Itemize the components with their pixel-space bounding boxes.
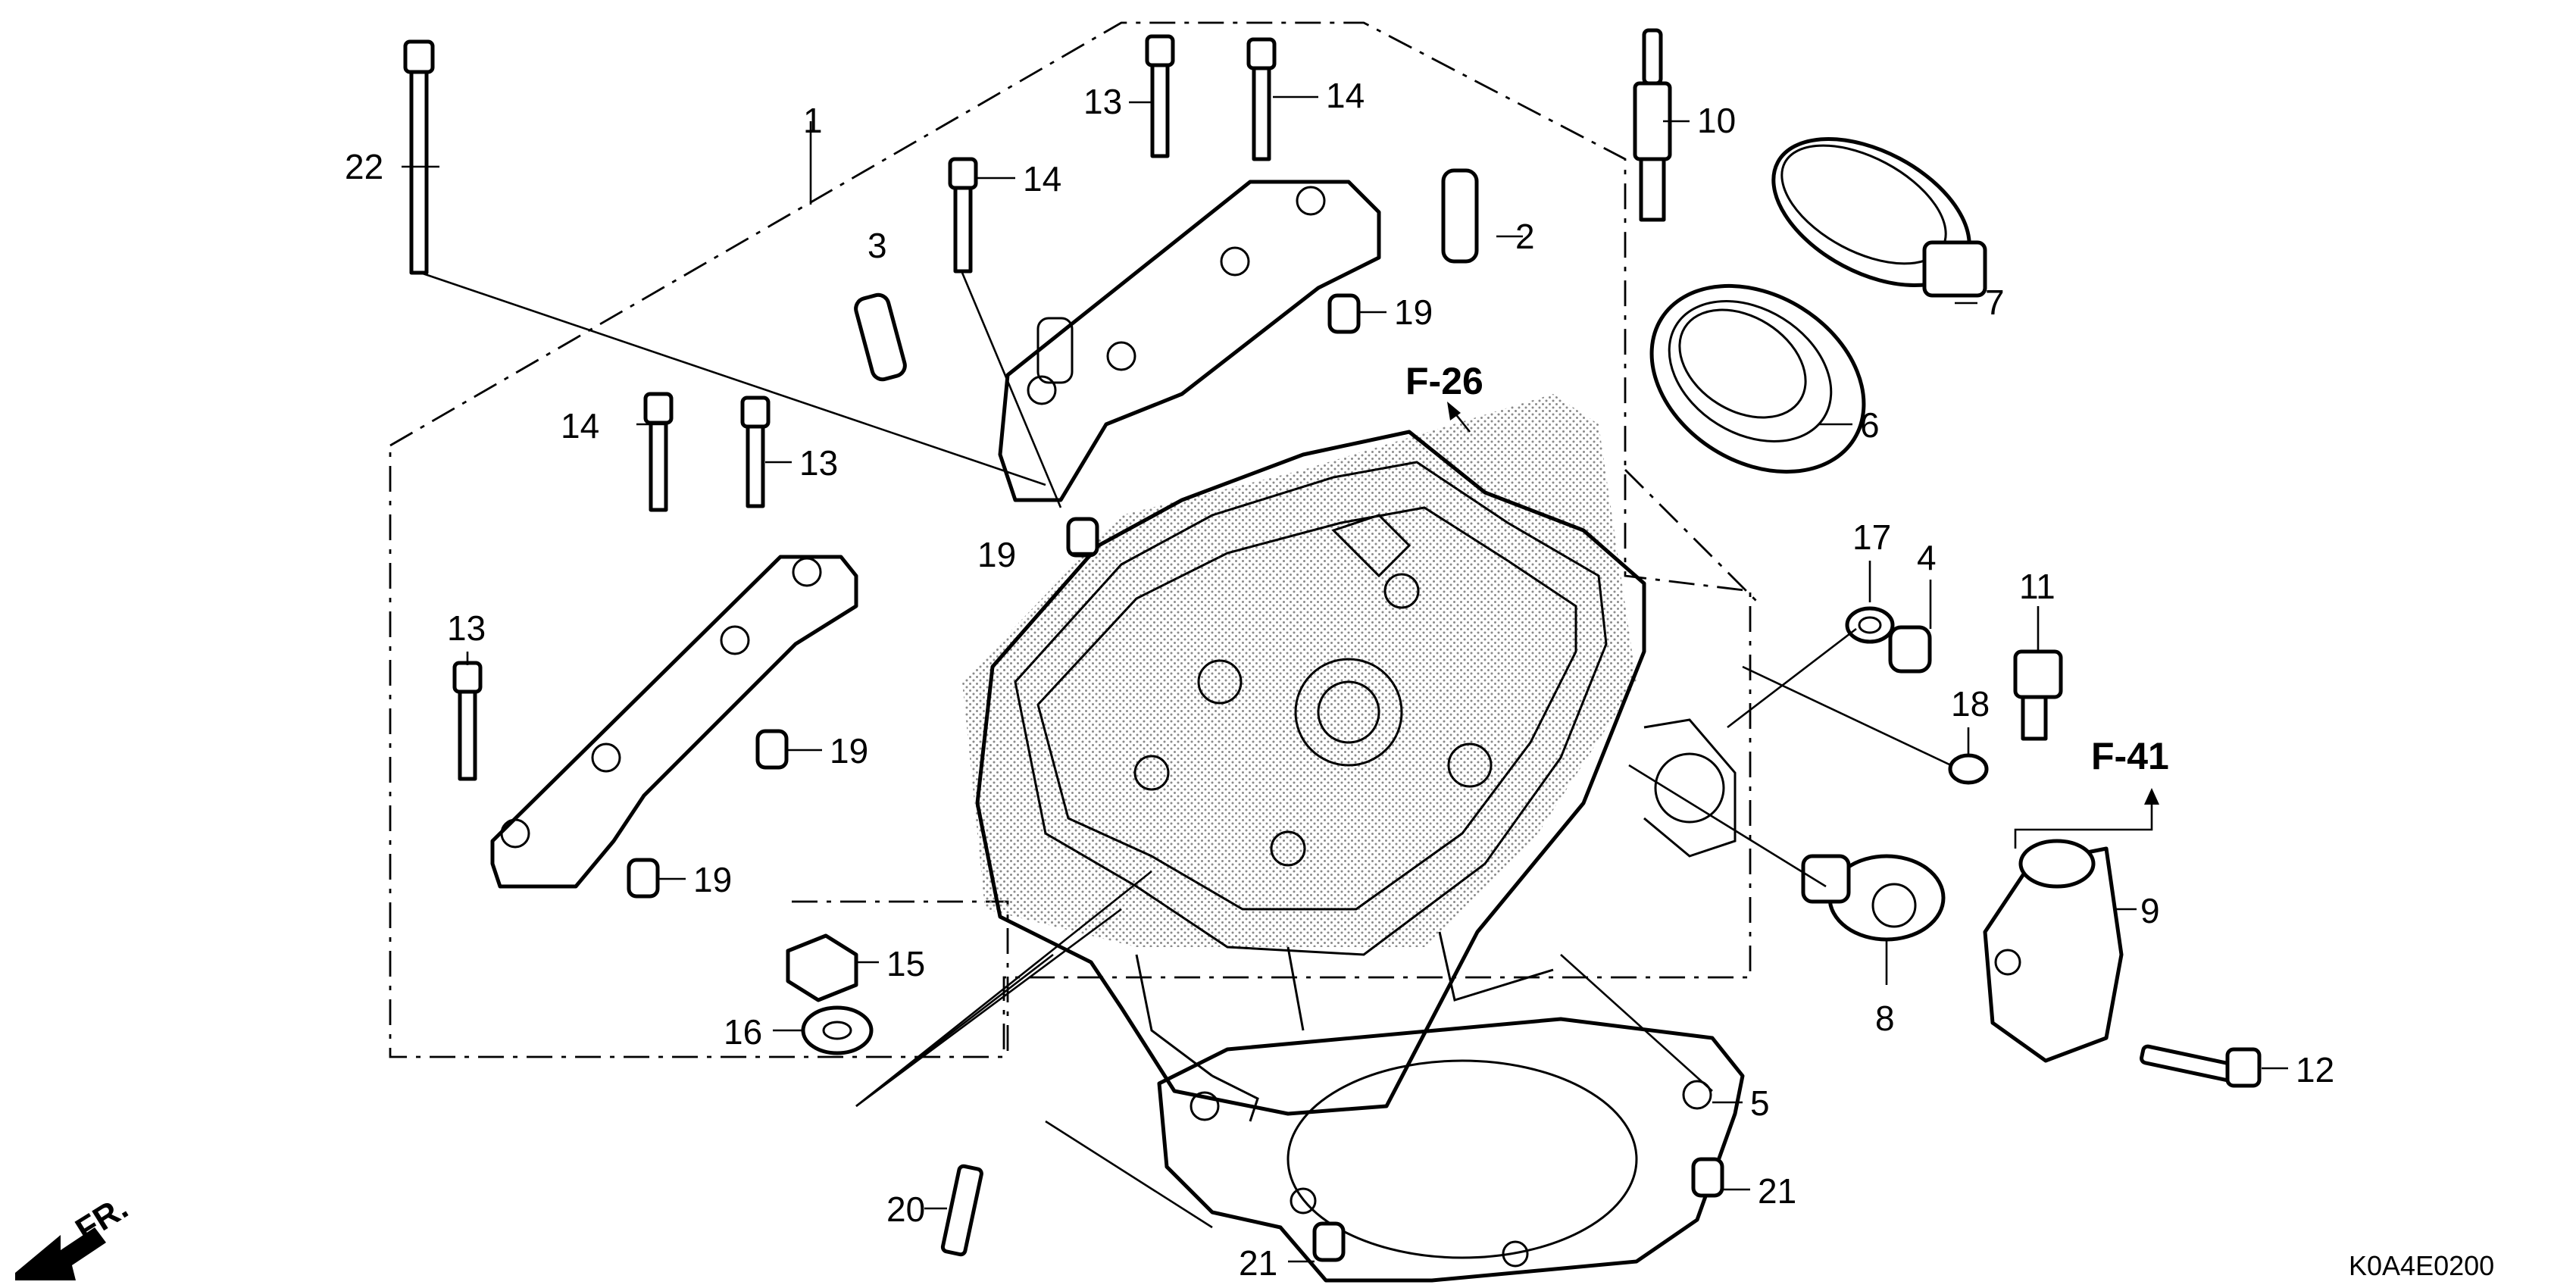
dowel-pin-21-a xyxy=(1691,1157,1724,1198)
callout-3: 3 xyxy=(868,226,887,265)
bolt-13-lower xyxy=(452,661,483,781)
dowel-pin-21-b xyxy=(1312,1221,1346,1262)
callout-9: 9 xyxy=(2140,891,2160,930)
camshaft-holder-right xyxy=(998,180,1381,502)
leader-lines xyxy=(402,95,2288,1263)
hose-band xyxy=(1771,137,1987,298)
callout-6: 6 xyxy=(1860,405,1880,445)
bolt-12 xyxy=(2140,1044,2262,1088)
callout-18: 18 xyxy=(1951,684,1990,724)
callout-14-left: 14 xyxy=(561,406,599,445)
dowel-pin-19-b xyxy=(1066,517,1099,558)
camshaft-holder-left xyxy=(490,555,858,889)
dowel-pin-19-d xyxy=(627,858,660,899)
bolt-14-left xyxy=(643,392,674,512)
valve-guide-2 xyxy=(1441,168,1479,264)
spark-plug xyxy=(1633,28,1672,222)
nut-15 xyxy=(786,933,858,1002)
bolt-13-left xyxy=(740,395,771,508)
callout-19-d: 19 xyxy=(693,860,732,899)
callout-15: 15 xyxy=(886,944,925,983)
thermostat xyxy=(1801,854,1946,942)
washer-16 xyxy=(801,1005,874,1055)
callout-13-lower: 13 xyxy=(447,608,486,648)
dowel-pin-19-a xyxy=(1327,293,1361,334)
bolt-22 xyxy=(403,39,435,275)
callout-4: 4 xyxy=(1917,538,1937,577)
f26-arrow xyxy=(1447,402,1471,433)
callout-8: 8 xyxy=(1875,999,1895,1038)
callout-20: 20 xyxy=(886,1190,925,1229)
callout-19-b: 19 xyxy=(977,535,1016,574)
ref-f41[interactable]: F-41 xyxy=(2091,735,2169,777)
valve-guide-3 xyxy=(854,292,907,382)
bolt-14-center xyxy=(948,157,978,274)
callout-17: 17 xyxy=(1852,517,1891,557)
f41-arrow xyxy=(2014,788,2159,849)
bolt-13-top xyxy=(1145,34,1175,158)
camshaft-holder-group-outline xyxy=(389,21,1752,1058)
cylinder-head xyxy=(962,394,1737,1116)
callout-13-left: 13 xyxy=(799,443,838,483)
callout-22: 22 xyxy=(345,147,383,186)
dowel-pin-19-c xyxy=(755,729,789,770)
diagram-code: K0A4E0200 xyxy=(2349,1250,2494,1281)
sealing-washer-17 xyxy=(1845,606,1895,644)
callout-2: 2 xyxy=(1515,217,1535,256)
callout-19-a: 19 xyxy=(1394,292,1433,332)
callout-5: 5 xyxy=(1750,1083,1770,1123)
water-outlet xyxy=(1983,839,2124,1063)
stud-bolt-20 xyxy=(940,1164,983,1257)
callout-10: 10 xyxy=(1697,101,1736,140)
callout-16: 16 xyxy=(724,1012,762,1052)
sensor-11 xyxy=(2013,649,2063,741)
plug-4 xyxy=(1888,625,1932,674)
callout-11: 11 xyxy=(2019,567,2055,606)
callout-14-top: 14 xyxy=(1326,76,1365,115)
callout-14-center: 14 xyxy=(1023,159,1061,199)
intake-insulator xyxy=(1649,283,1866,474)
front-direction-arrow-icon xyxy=(15,1227,106,1280)
callout-12: 12 xyxy=(2296,1050,2334,1089)
callout-13-top: 13 xyxy=(1083,82,1122,121)
callout-1: 1 xyxy=(803,101,823,140)
ref-f26[interactable]: F-26 xyxy=(1405,360,1483,402)
callout-7: 7 xyxy=(1985,283,2005,322)
washer-18 xyxy=(1948,753,1989,785)
callout-21-a: 21 xyxy=(1758,1171,1796,1211)
cylinder-head-gasket xyxy=(1157,1017,1745,1283)
callout-19-c: 19 xyxy=(830,731,868,771)
callout-21-b: 21 xyxy=(1239,1243,1277,1283)
callouts: 1 22 13 14 14 3 2 19 19 14 13 13 19 19 1… xyxy=(345,76,2334,1283)
bolt-14-top xyxy=(1246,37,1277,161)
